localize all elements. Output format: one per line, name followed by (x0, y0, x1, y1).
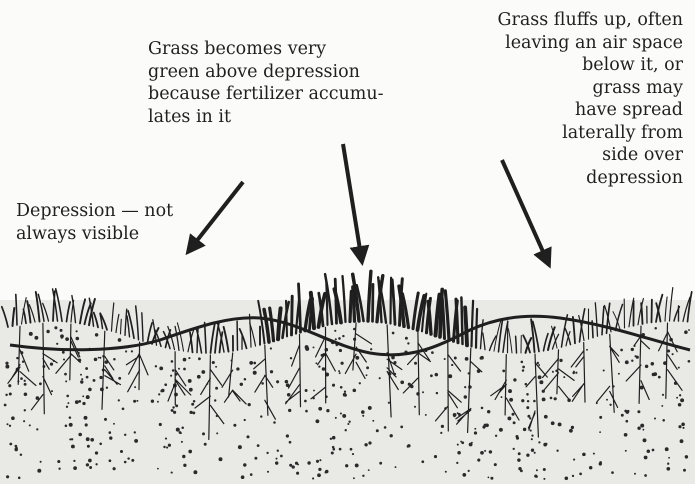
soil-body (0, 300, 695, 484)
arrow-grass-fluffs (502, 160, 549, 265)
arrow-depression (188, 182, 243, 252)
arrow-green-grass (343, 144, 362, 262)
